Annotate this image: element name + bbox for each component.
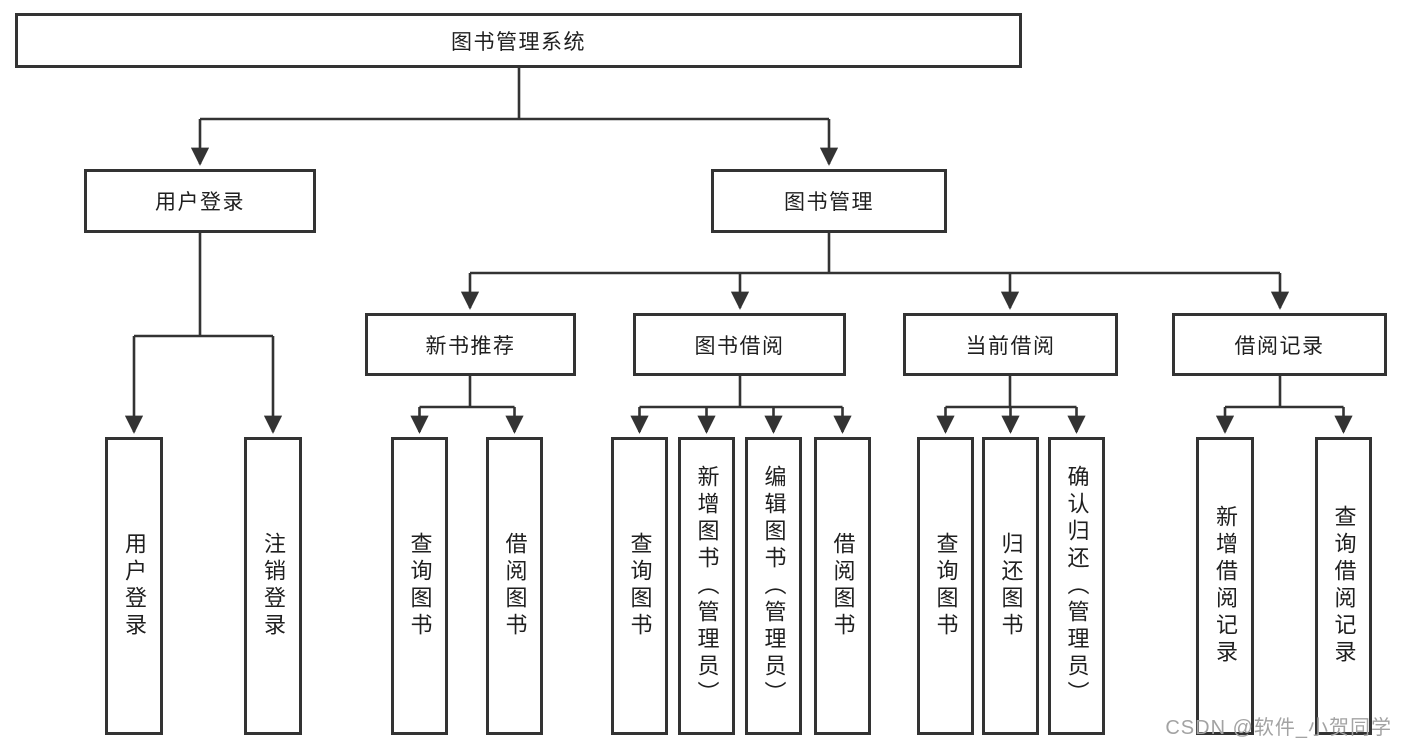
node-label: 注销登录 <box>261 532 286 640</box>
node-label: 查询借阅记录 <box>1331 505 1357 667</box>
node-label: 图书管理 <box>784 191 874 214</box>
node-label: 图书借阅 <box>694 334 785 358</box>
leaf-query-books-borrowing: 查询图书 <box>611 437 668 735</box>
node-current-borrowing: 当前借阅 <box>903 313 1118 376</box>
node-book-borrowing: 图书借阅 <box>633 313 846 376</box>
node-label: 新增图书（管理员） <box>694 464 720 708</box>
leaf-user-login: 用户登录 <box>105 437 163 735</box>
leaf-add-books-admin: 新增图书（管理员） <box>678 437 735 735</box>
node-label: 借阅图书 <box>830 532 856 640</box>
csdn-watermark: CSDN @软件_小贺同学 <box>1165 717 1392 739</box>
leaf-confirm-return-admin: 确认归还（管理员） <box>1048 437 1105 735</box>
node-label: 查询图书 <box>627 532 653 640</box>
leaf-borrow-books-borrowing: 借阅图书 <box>814 437 871 735</box>
leaf-borrow-books-recommend: 借阅图书 <box>486 437 543 735</box>
node-label: 用户登录 <box>155 191 245 214</box>
leaf-query-borrow-record: 查询借阅记录 <box>1315 437 1372 735</box>
node-label: 查询图书 <box>933 532 959 640</box>
leaf-add-borrow-record: 新增借阅记录 <box>1196 437 1254 735</box>
node-label: 确认归还（管理员） <box>1064 464 1090 708</box>
node-borrowing-records: 借阅记录 <box>1172 313 1387 376</box>
leaf-query-books-current: 查询图书 <box>917 437 974 735</box>
leaf-return-books: 归还图书 <box>982 437 1039 735</box>
node-label: 借阅图书 <box>502 532 528 640</box>
node-label: 新书推荐 <box>425 334 516 358</box>
node-book-management: 图书管理 <box>711 169 947 233</box>
node-label: 用户登录 <box>122 532 147 640</box>
node-user-login: 用户登录 <box>84 169 316 233</box>
node-new-book-recommendation: 新书推荐 <box>365 313 576 376</box>
node-library-system: 图书管理系统 <box>15 13 1022 68</box>
node-label: 编辑图书（管理员） <box>761 464 787 708</box>
leaf-query-books-recommend: 查询图书 <box>391 437 448 735</box>
node-label: 图书管理系统 <box>451 30 586 54</box>
leaf-edit-books-admin: 编辑图书（管理员） <box>745 437 802 735</box>
node-label: 新增借阅记录 <box>1213 505 1238 667</box>
node-label: 归还图书 <box>998 532 1024 640</box>
node-label: 查询图书 <box>407 532 433 640</box>
node-label: 当前借阅 <box>965 334 1056 358</box>
node-label: 借阅记录 <box>1234 334 1325 358</box>
leaf-logout: 注销登录 <box>244 437 302 735</box>
